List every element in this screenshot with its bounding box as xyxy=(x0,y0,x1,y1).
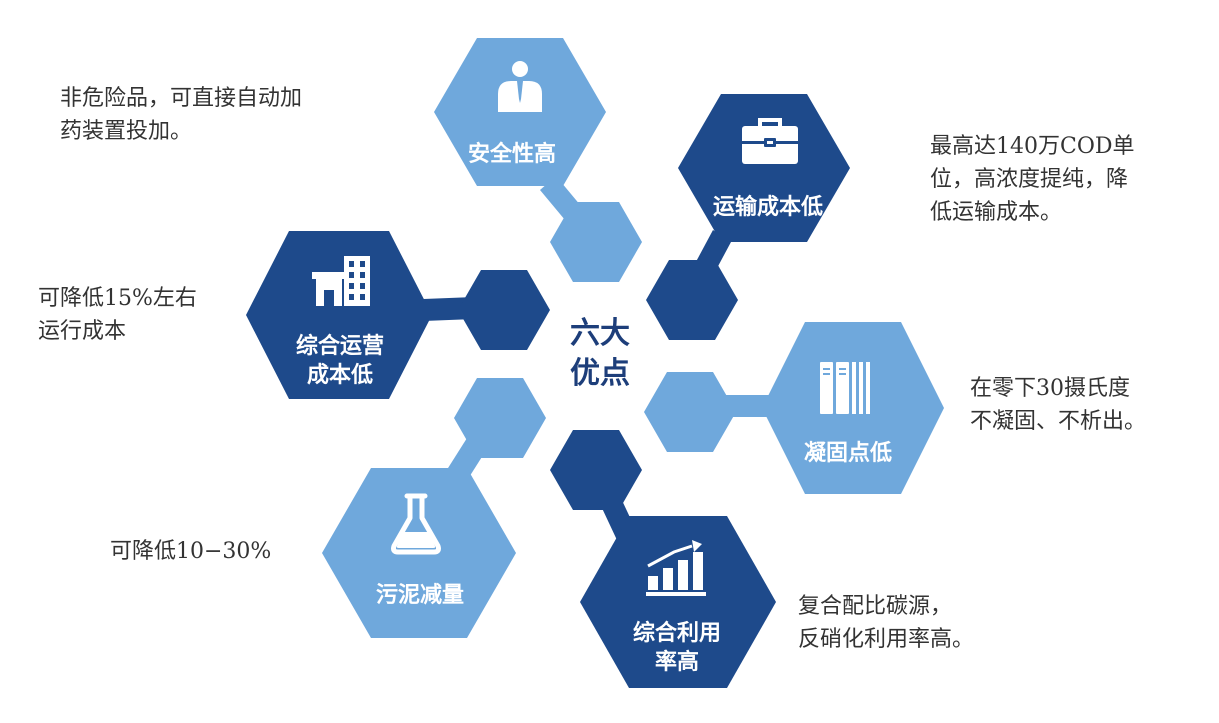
hexagon-operating xyxy=(246,231,432,399)
books-icon xyxy=(820,362,870,414)
feature-transport: 运输成本低 xyxy=(678,94,850,242)
description-sludge: 可降低10−30% xyxy=(110,535,271,568)
description-line: 低运输成本。 xyxy=(930,200,1063,225)
flask-icon xyxy=(391,493,441,555)
title-line: 运输成本低 xyxy=(713,194,823,220)
title-line: 污泥减量 xyxy=(376,582,464,608)
title-line: 率高 xyxy=(655,649,699,675)
description-line: 药装置投加。 xyxy=(60,119,193,144)
description-line: 可降低15%左右 xyxy=(38,286,197,311)
description-line: 非危险品，可直接自动加 xyxy=(60,86,303,111)
small-hexagon-safety xyxy=(550,202,642,282)
center-title-line: 优点 xyxy=(570,356,630,391)
description-freezing: 在零下30摄氏度 不凝固、不析出。 xyxy=(970,372,1146,438)
description-operating: 可降低15%左右 运行成本 xyxy=(38,282,197,348)
description-line: 最高达140万COD单 xyxy=(930,134,1135,159)
description-line: 位，高浓度提纯，降 xyxy=(930,167,1129,192)
description-utilization: 复合配比碳源， 反硝化利用率高。 xyxy=(798,590,974,656)
title-line: 综合利用 xyxy=(633,620,721,646)
description-line: 在零下30摄氏度 xyxy=(970,376,1130,401)
small-hexagons xyxy=(454,202,738,510)
briefcase-icon xyxy=(742,118,798,164)
description-line: 可降低10−30% xyxy=(110,539,272,564)
feature-sludge: 污泥减量 xyxy=(322,468,516,638)
description-line: 复合配比碳源， xyxy=(798,594,953,619)
hexagon-utilization xyxy=(580,516,776,688)
small-hexagon-operating xyxy=(458,270,550,350)
small-hexagon-sludge xyxy=(454,378,546,458)
title-line: 成本低 xyxy=(307,363,373,388)
title-line: 凝固点低 xyxy=(804,440,892,466)
hexagon-transport xyxy=(678,94,850,242)
feature-safety: 安全性高 xyxy=(434,38,606,186)
description-line: 反硝化利用率高。 xyxy=(798,627,975,652)
person-icon xyxy=(498,61,542,112)
small-hexagon-utilization xyxy=(550,430,642,510)
center-title-line: 六大 xyxy=(570,316,630,351)
title-line: 安全性高 xyxy=(468,141,556,167)
title-line: 综合运营 xyxy=(296,333,384,359)
buildings-icon xyxy=(312,256,370,306)
description-line: 不凝固、不析出。 xyxy=(970,409,1147,434)
bar-chart-icon xyxy=(646,540,706,596)
description-safety: 非危险品，可直接自动加 药装置投加。 xyxy=(60,82,302,148)
small-hexagon-freezing xyxy=(644,372,736,452)
feature-freezing: 凝固点低 xyxy=(762,322,944,494)
feature-utilization: 综合利用 率高 xyxy=(580,516,776,688)
small-hexagon-transport xyxy=(646,260,738,340)
center-title: 六大 优点 xyxy=(570,316,630,391)
description-line: 运行成本 xyxy=(38,319,127,344)
description-transport: 最高达140万COD单 位，高浓度提纯，降 低运输成本。 xyxy=(930,130,1135,229)
feature-operating: 综合运营 成本低 xyxy=(246,231,432,399)
